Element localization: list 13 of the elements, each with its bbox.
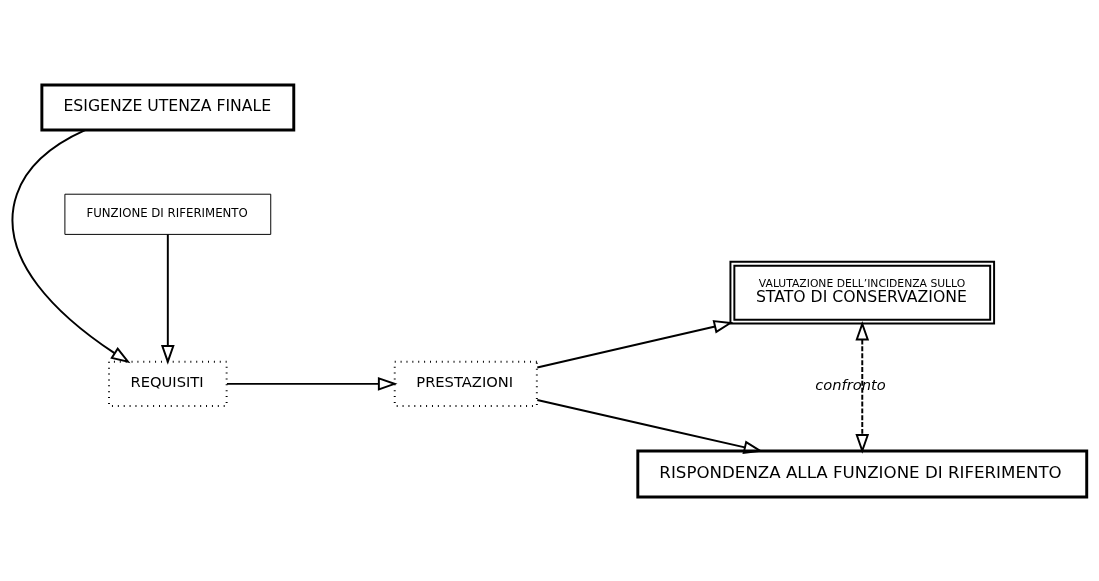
arrow — [160, 232, 175, 365]
node-box: REQUISITI — [108, 360, 228, 407]
arrow — [536, 398, 764, 454]
arrow — [536, 319, 734, 369]
node-box: ESIGENZE UTENZA FINALE — [40, 82, 296, 131]
arrow — [11, 128, 131, 363]
node-box: FUNZIONE DI RIFERIMENTO — [64, 193, 272, 235]
node-box: RISPONDENZA ALLA FUNZIONE DI RIFERIMENTO — [636, 449, 1089, 499]
node-box: PRESTAZIONI — [393, 360, 538, 407]
arrow — [225, 376, 398, 391]
edge-label: confronto — [815, 375, 886, 393]
node-box: VALUTAZIONE DELL’INCIDENZA SULLO STATO DI CONSERVAZIONE — [729, 260, 996, 325]
arrow — [855, 320, 870, 454]
